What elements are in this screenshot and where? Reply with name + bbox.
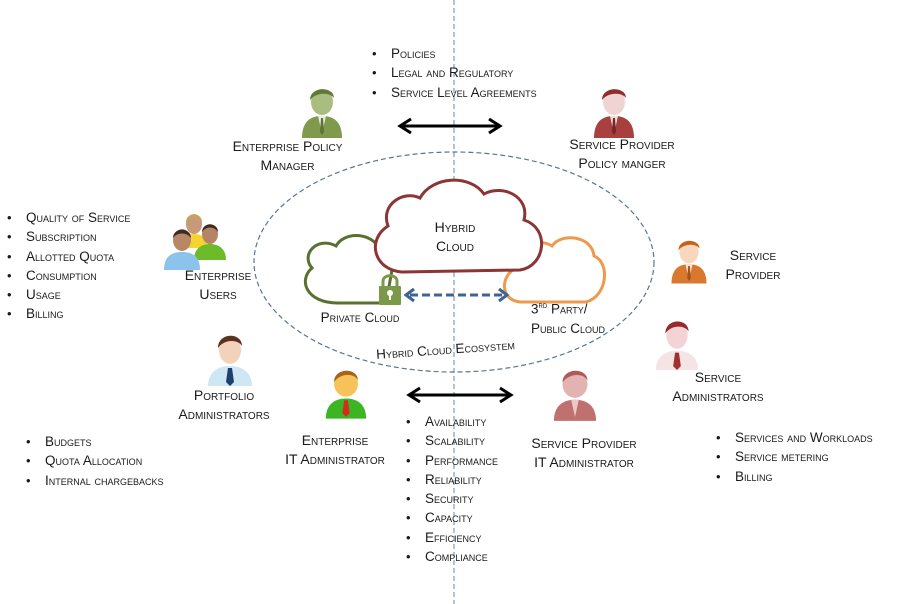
list-item: Billing [5,304,130,324]
hybrid-cloud-label-line1: Hybrid [434,219,476,235]
actor-label-line2: Policy manger [578,155,666,171]
portfolio-bullet-list: Budgets Quota Allocation Internal charge… [24,432,164,490]
actor-label-line2: IT Administrator [285,451,385,467]
ecosystem-boundary [253,151,655,373]
actor-label-line1: Service [729,247,777,263]
public-cloud-label-line1: 3rd Party/ [531,296,605,319]
list-item: Performance [404,451,498,471]
list-item: Availability [404,412,498,432]
list-item: Consumption [5,266,130,286]
portfolio-administrators-person-icon [208,335,252,386]
list-item: Legal and Regulatory [370,63,537,83]
list-item: Efficiency [404,528,498,548]
actor-label-line1: Service [694,369,742,385]
list-item: Budgets [24,432,164,452]
list-item: Policies [370,44,537,64]
list-item: Services and Workloads [714,428,873,448]
list-item: Subscription [5,227,130,247]
public-cloud-label-suffix: Party/ [547,301,588,317]
actor-label-line1: Service Provider [531,435,637,451]
enterprise-it-administrator-person-icon [325,370,367,419]
hybrid-cloud-label: Hybrid Cloud [425,218,485,256]
lock-icon [379,274,401,305]
list-item: Quality of Service [5,208,130,228]
service-provider-it-administrator-label: Service Provider IT Administrator [522,434,646,472]
actor-label-line1: Enterprise Policy [232,138,343,154]
public-cloud-label-prefix: 3 [531,301,539,317]
hybrid-cloud-label-line2: Cloud [436,238,474,254]
enterprise-it-administrator-label: Enterprise IT Administrator [276,431,394,469]
service-provider-policy-manager-label: Service Provider Policy manger [562,135,682,173]
private-cloud-label: Private Cloud [320,310,400,325]
list-item: Capacity [404,508,498,528]
actor-label-line2: Administrators [178,406,270,422]
list-item: Billing [714,467,873,487]
actor-label-line2: Provider [725,266,781,282]
service-provider-person-icon [671,240,707,284]
list-item: Reliability [404,470,498,490]
hybrid-cloud-shape [373,178,543,274]
public-cloud-label-line2: Public Cloud [531,320,606,336]
policy-bullet-list: Policies Legal and Regulatory Service Le… [370,44,537,102]
actor-label-line2: Manager [260,157,315,173]
public-cloud-label-sup: rd [538,300,548,310]
enterprise-users-bullet-list: Quality of Service Subscription Allotted… [5,208,130,324]
list-item: Service metering [714,447,873,467]
enterprise-users-group-icon [164,214,226,270]
policy-double-arrow [397,117,503,135]
service-provider-policy-manager-person-icon [594,89,634,138]
service-administrators-person-icon [655,321,699,370]
list-item: Compliance [404,547,498,567]
actor-label-line2: Administrators [672,388,764,404]
list-item: Service Level Agreements [370,83,537,103]
service-provider-label: Service Provider [718,246,788,284]
list-item: Quota Allocation [24,451,164,471]
list-item: Usage [5,285,130,305]
list-item: Internal chargebacks [24,471,164,491]
actor-label-line1: Enterprise [301,432,369,448]
list-item: Allotted Quota [5,247,130,267]
enterprise-policy-manager-person-icon [302,89,342,138]
it-admin-double-arrow [406,386,514,404]
service-provider-it-administrator-person-icon [553,370,597,421]
service-admin-bullet-list: Services and Workloads Service metering … [714,428,873,486]
actor-label-line1: Portfolio [193,387,255,403]
private-public-link-arrow [403,287,510,303]
actor-label-line2: IT Administrator [534,454,634,470]
enterprise-users-label: Enterprise Users [180,266,256,304]
public-cloud-label: 3rd Party/ Public Cloud [531,296,605,338]
service-administrators-label: Service Administrators [664,368,772,406]
list-item: Security [404,489,498,509]
sla-bullet-list: Availability Scalability Performance Rel… [404,412,498,567]
actor-label-line2: Users [199,286,237,302]
portfolio-administrators-label: Portfolio Administrators [172,386,276,424]
enterprise-policy-manager-label: Enterprise Policy Manager [230,137,345,175]
actor-label-line1: Service Provider [569,136,675,152]
list-item: Scalability [404,431,498,451]
actor-label-line1: Enterprise [184,267,252,283]
